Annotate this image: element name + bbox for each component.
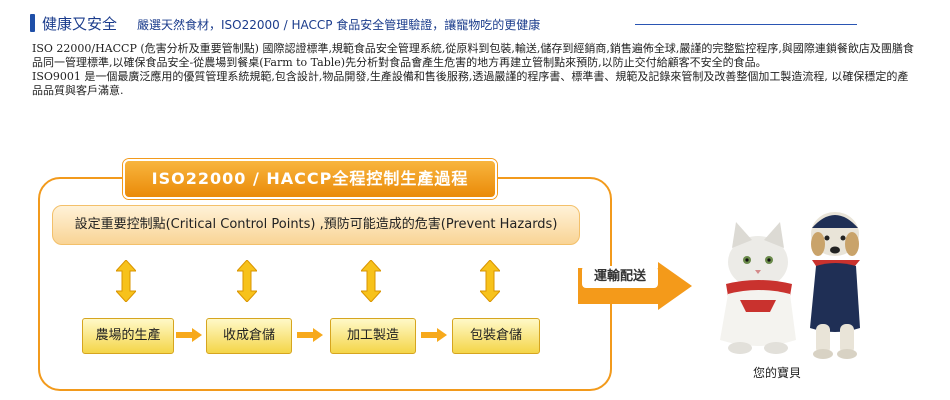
section-header: 健康又安全 嚴選天然食材，ISO22000 / HACCP 食品安全管理驗證，讓… — [30, 12, 857, 34]
process-flow-title: ISO22000 / HACCP全程控制生產過程 — [123, 159, 497, 199]
cat-icon — [720, 222, 796, 354]
page-title: 健康又安全 — [42, 15, 118, 33]
step-harvest-storage: 收成倉儲 — [206, 318, 292, 354]
double-arrow-icon — [361, 260, 381, 302]
step-processing: 加工製造 — [330, 318, 416, 354]
double-arrow-icon — [116, 260, 136, 302]
intro-paragraph-iso9001: ISO9001 是一個最廣泛應用的優質管理系統規範,包含設計,物品開發,生產設備… — [32, 70, 909, 97]
pets-caption: 您的寶貝 — [753, 366, 802, 380]
pets-illustration — [720, 212, 860, 359]
header-divider — [635, 24, 857, 25]
transport-label: 運輸配送 — [582, 266, 658, 288]
right-arrow-icon — [297, 328, 323, 342]
double-arrow-icon — [480, 260, 500, 302]
double-arrow-icon — [237, 260, 257, 302]
step-packaging-storage: 包裝倉儲 — [452, 318, 540, 354]
intro-paragraph-iso22000: ISO 22000/HACCP (危害分析及重要管制點) 國際認證標準,規範食品… — [32, 42, 914, 69]
step-farm-production: 農場的生產 — [82, 318, 174, 354]
right-arrow-icon — [176, 328, 202, 342]
dog-icon — [810, 212, 860, 359]
header-accent-bar — [30, 14, 35, 32]
page-subtitle: 嚴選天然食材，ISO22000 / HACCP 食品安全管理驗證，讓寵物吃的更健… — [137, 18, 541, 32]
critical-control-points-box: 設定重要控制點(Critical Control Points) ,預防可能造成… — [52, 205, 580, 245]
intro-text: ISO 22000/HACCP (危害分析及重要管制點) 國際認證標準,規範食品… — [32, 42, 917, 98]
right-arrow-icon — [421, 328, 447, 342]
